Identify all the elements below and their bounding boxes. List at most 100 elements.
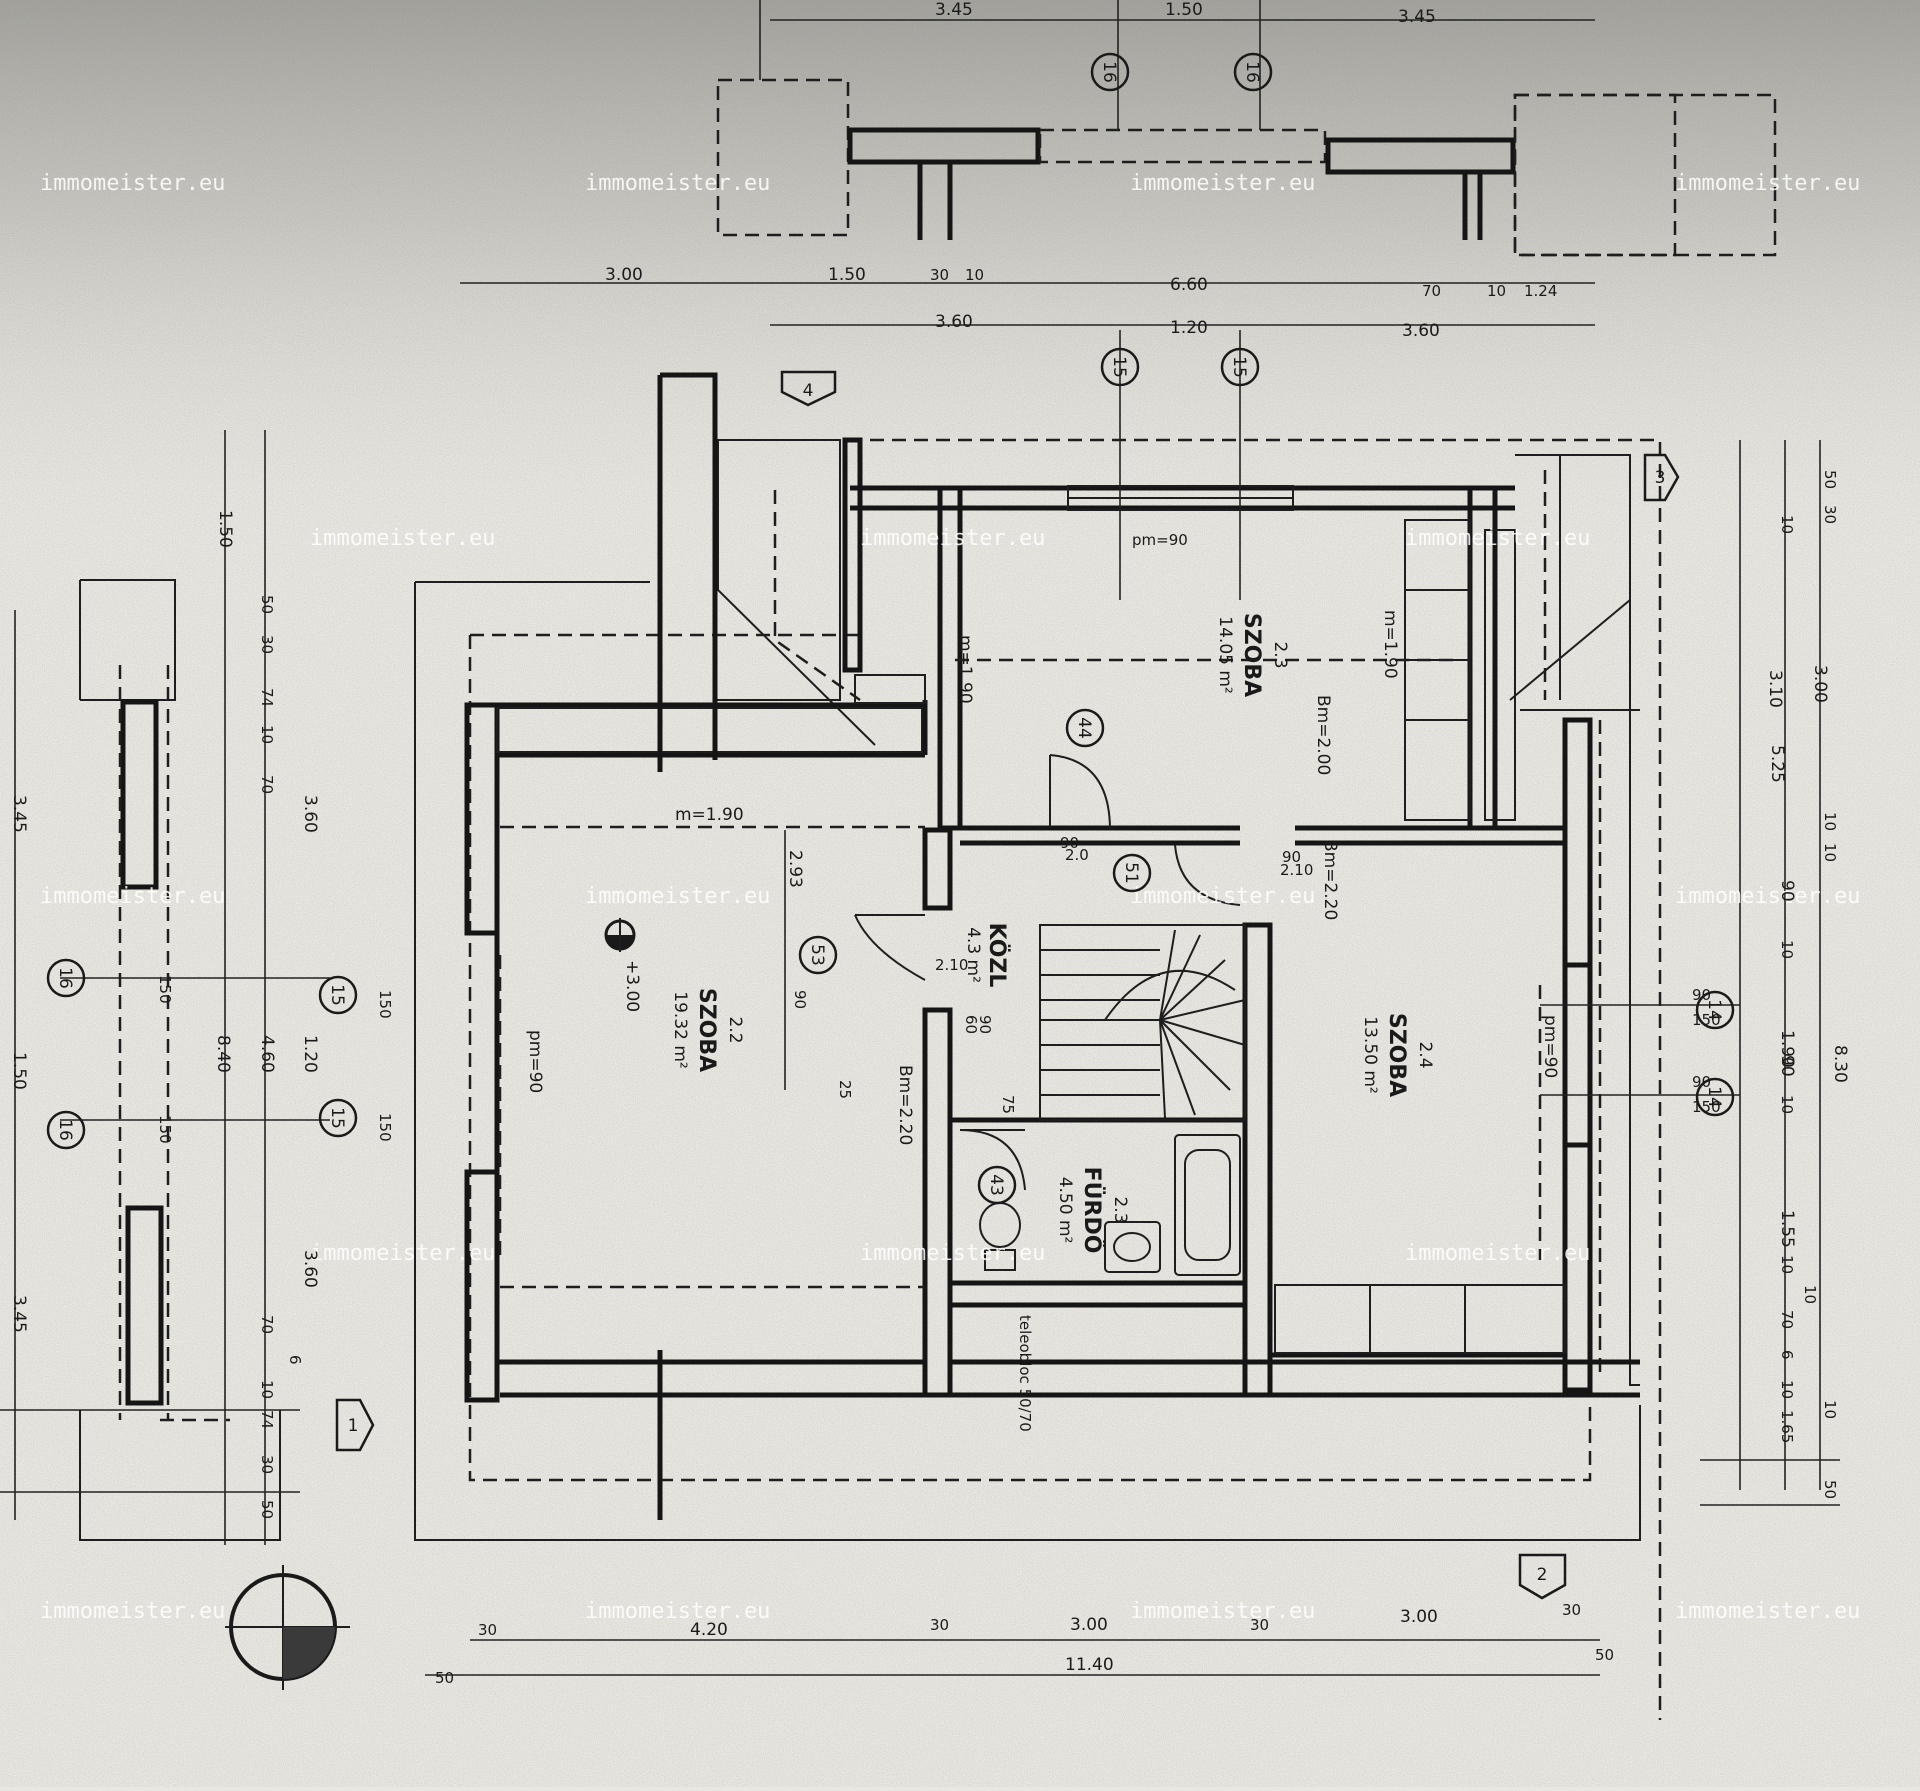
door-swings	[854, 754, 1241, 1191]
watermark: immomeister.eu	[860, 526, 1045, 551]
dimension-label: 75	[999, 1095, 1017, 1114]
floor-level-label: +3.00	[622, 960, 642, 1012]
dimension-label: 3.60	[1402, 321, 1440, 341]
watermark: immomeister.eu	[1405, 1241, 1590, 1266]
door-width-label: 2.0	[1065, 846, 1089, 864]
watermark: immomeister.eu	[1675, 1599, 1860, 1624]
marker-label: 15	[1109, 356, 1129, 378]
dimension-labels: 3.45 1.50 3.45 3.00 1.50 30 10 6.60 70 1…	[9, 0, 1850, 1687]
dimension-label: 6.60	[1170, 275, 1208, 295]
roof-window-label: teleobloc 50/70	[1016, 1315, 1034, 1432]
parapet-height-label: pm=90	[525, 1030, 545, 1093]
door-width-label: 90	[1060, 834, 1079, 852]
section-tag-3: 3	[1643, 453, 1680, 502]
dimension-label: 3.45	[9, 795, 29, 833]
watermark: immomeister.eu	[310, 1241, 495, 1266]
dimension-label: 30	[258, 635, 276, 654]
marker-16-left-b: 16	[46, 1110, 86, 1150]
dimension-lines	[0, 0, 1840, 1676]
marker-label: 43	[986, 1174, 1006, 1196]
room-number: 2.2	[725, 1016, 745, 1043]
parapet-height-label: pm=90	[1540, 1015, 1560, 1078]
dimension-label: 11.40	[1065, 1655, 1114, 1675]
roof-outline	[414, 438, 1662, 1720]
ceiling-height-label: m=1.90	[955, 635, 975, 704]
dimension-label: 150	[1692, 1098, 1721, 1116]
marker-14-right-b: 14	[1695, 1077, 1735, 1117]
section-tag-label: 4	[803, 381, 814, 401]
marker-43: 43	[977, 1165, 1017, 1205]
dimension-label: 1.50	[9, 1052, 29, 1090]
room-name: SZOBA	[1384, 1013, 1409, 1097]
section-tag-1: 1	[335, 1398, 375, 1452]
marker-15-left-b: 15	[318, 1098, 358, 1138]
dimension-label: 60	[962, 1015, 980, 1034]
dimension-label: 10	[258, 1380, 276, 1399]
room-name: FÜRDŐ	[1079, 1167, 1105, 1254]
ceiling-height-label: m=1.90	[675, 805, 744, 825]
parapet-height-label: pm=90	[1132, 531, 1188, 549]
dimension-label: 4.60	[257, 1035, 277, 1073]
marker-label: 16	[1099, 61, 1119, 83]
dimension-label: 3.45	[1398, 7, 1436, 27]
dimension-label: 90	[791, 990, 809, 1009]
dimension-label: 50	[1821, 1480, 1839, 1499]
staircase	[1039, 924, 1246, 1121]
watermark: immomeister.eu	[585, 171, 770, 196]
dimension-label: 30	[930, 1616, 949, 1634]
dimension-label: 150	[156, 975, 174, 1004]
marker-15-top-a: 15	[1100, 347, 1140, 387]
annotations: m=1.90 pm=90 pm=90 pm=90 m=1.90 m=1.90 B…	[525, 531, 1560, 1432]
dimension-label: 90	[1692, 1073, 1711, 1091]
wardrobe-2-4	[1274, 1284, 1566, 1354]
room-name: SZOBA	[694, 988, 719, 1072]
dimension-label: 90	[1692, 986, 1711, 1004]
door-height-label: Bm=2.20	[1320, 840, 1340, 920]
dimension-label: 150	[156, 1115, 174, 1144]
north-arrow-symbol	[225, 1565, 350, 1690]
dimension-label: 150	[1692, 1011, 1721, 1029]
dimension-label: 3.00	[1400, 1607, 1438, 1627]
room-area: 4.50 m²	[1055, 1177, 1075, 1244]
dimension-label: 3.45	[9, 1295, 29, 1333]
room-label-2-3: 2.3 SZOBA 14.05 m²	[1215, 613, 1290, 697]
dimension-label: 3.60	[935, 312, 973, 332]
dimension-label: 74	[258, 688, 276, 707]
dimension-label: 30	[478, 1621, 497, 1639]
section-tag-label: 2	[1537, 1565, 1548, 1585]
dimension-label: 150	[376, 1113, 394, 1142]
dimension-label: 1.50	[215, 510, 235, 548]
watermark: immomeister.eu	[860, 1241, 1045, 1266]
dimension-label: 30	[1562, 1601, 1581, 1619]
marker-label: 14	[1704, 999, 1724, 1021]
dimension-label: 10	[258, 725, 276, 744]
section-tag-label: 1	[348, 1416, 359, 1436]
watermark: immomeister.eu	[585, 1599, 770, 1624]
room-area: 13.50 m²	[1360, 1016, 1380, 1093]
marker-label: 16	[55, 1119, 75, 1141]
dimension-label: 10	[965, 266, 984, 284]
marker-16-left-a: 16	[46, 958, 86, 998]
dimension-label: 10	[1778, 515, 1796, 534]
dimension-label: 8.40	[213, 1035, 233, 1073]
dimension-label: 10	[1778, 1095, 1796, 1114]
dimension-label: 1.65	[1778, 1410, 1796, 1443]
marker-label: 16	[55, 967, 75, 989]
dimension-label: 3.00	[1070, 1615, 1108, 1635]
room-area: 19.32 m²	[670, 991, 690, 1068]
dimension-label: 70	[258, 1315, 276, 1334]
dimension-label: 50	[1821, 470, 1839, 489]
room-area: 14.05 m²	[1215, 616, 1235, 693]
marker-label: 14	[1704, 1086, 1724, 1108]
dimension-label: 6	[286, 1355, 304, 1365]
marker-label: 53	[807, 944, 827, 966]
dimension-label: 1.55	[1777, 1210, 1797, 1248]
dimension-label: 10	[1821, 843, 1839, 862]
dimension-label: 1.20	[1170, 318, 1208, 338]
dimension-label: 30	[1821, 505, 1839, 524]
dimension-label: 30	[1250, 1616, 1269, 1634]
dimension-label: 4.20	[690, 1620, 728, 1640]
marker-16-top-b: 16	[1233, 52, 1273, 92]
dimension-label: 10	[1778, 940, 1796, 959]
dimension-label: 90	[1777, 880, 1797, 902]
